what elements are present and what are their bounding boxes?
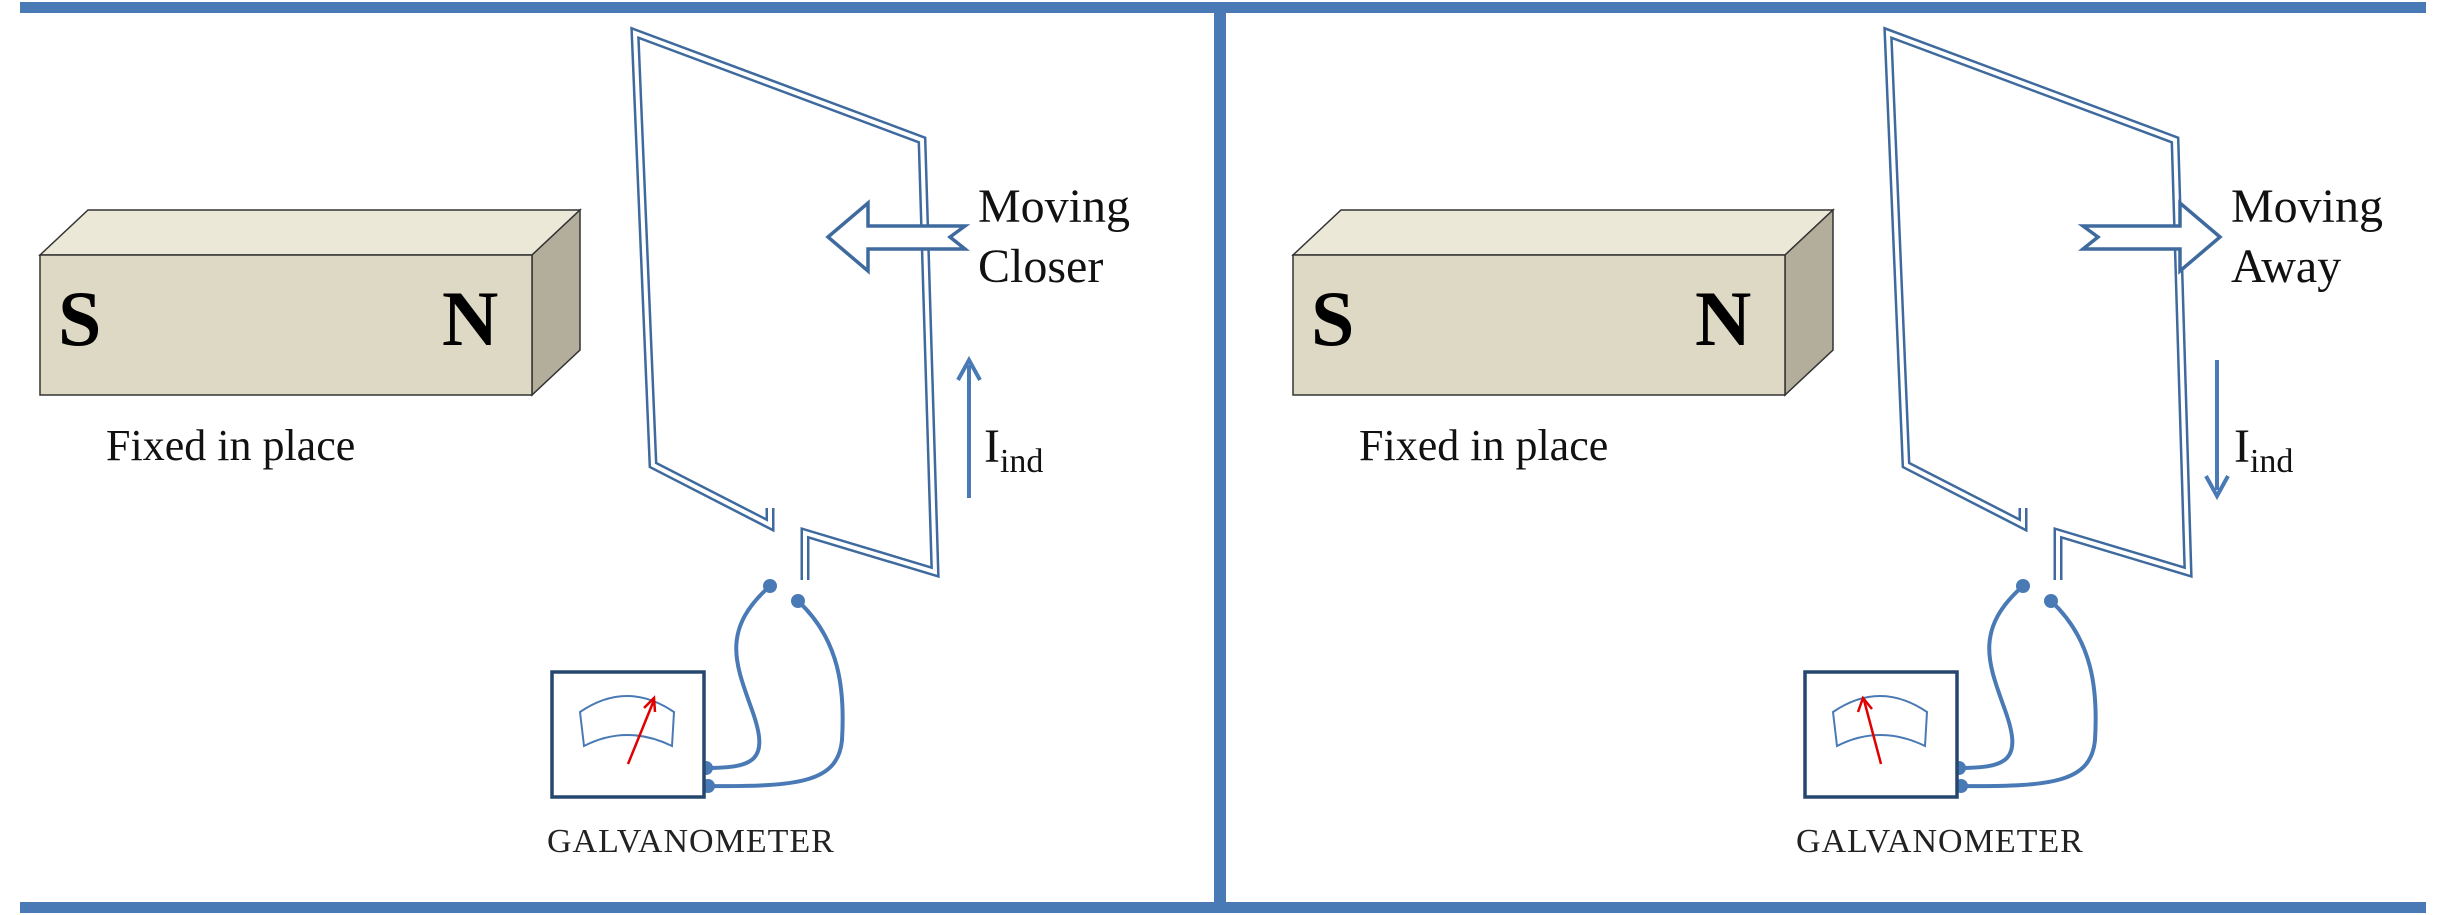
panel-left: S N Fixed in place Moving Closer Iind	[38, 26, 1130, 860]
galvanometer-icon	[1803, 670, 1959, 799]
magnet-south-pole: S	[1311, 275, 1354, 362]
galvanometer-icon	[550, 670, 706, 799]
galvanometer-leads	[705, 584, 845, 789]
galvanometer-label: GALVANOMETER	[547, 823, 835, 860]
motion-arrow-right	[2077, 199, 2223, 275]
lead-junction	[2016, 579, 2030, 593]
bar-magnet: S N	[1291, 208, 1835, 397]
current-label: Iind	[2234, 420, 2293, 480]
current-subscript: ind	[1000, 443, 1043, 480]
current-label: Iind	[984, 420, 1043, 480]
magnet-top-face	[1291, 209, 1835, 256]
magnet-caption: Fixed in place	[1359, 421, 1608, 470]
motion-label-line2: Closer	[978, 240, 1103, 293]
motion-label-line1: Moving	[978, 180, 1130, 233]
magnet-south-pole: S	[58, 275, 101, 362]
magnet-front-face	[1292, 254, 1786, 396]
magnet-north-pole: N	[442, 275, 498, 362]
galvanometer-leads	[1958, 584, 2098, 789]
motion-arrow-left	[825, 199, 971, 275]
wire-loop	[630, 26, 940, 580]
current-symbol: I	[2234, 420, 2250, 473]
panel-right: S N Fixed in place Moving Away Iind	[1291, 26, 2383, 860]
current-arrow-down	[2204, 360, 2230, 501]
bar-magnet: S N	[38, 208, 582, 397]
current-symbol: I	[984, 420, 1000, 473]
motion-label-line2: Away	[2231, 240, 2341, 293]
magnet-front-face	[39, 254, 533, 396]
magnet-caption: Fixed in place	[106, 421, 355, 470]
galvanometer-label: GALVANOMETER	[1796, 823, 2084, 860]
wire-loop	[1883, 26, 2193, 580]
magnet-north-pole: N	[1695, 275, 1751, 362]
lead-junction	[2044, 594, 2058, 608]
magnet-top-face	[38, 209, 582, 256]
current-arrow-up	[956, 355, 982, 498]
panel-divider	[1214, 2, 1226, 913]
current-subscript: ind	[2250, 443, 2293, 480]
lead-junction	[791, 594, 805, 608]
motion-label-line1: Moving	[2231, 180, 2383, 233]
lead-junction	[763, 579, 777, 593]
